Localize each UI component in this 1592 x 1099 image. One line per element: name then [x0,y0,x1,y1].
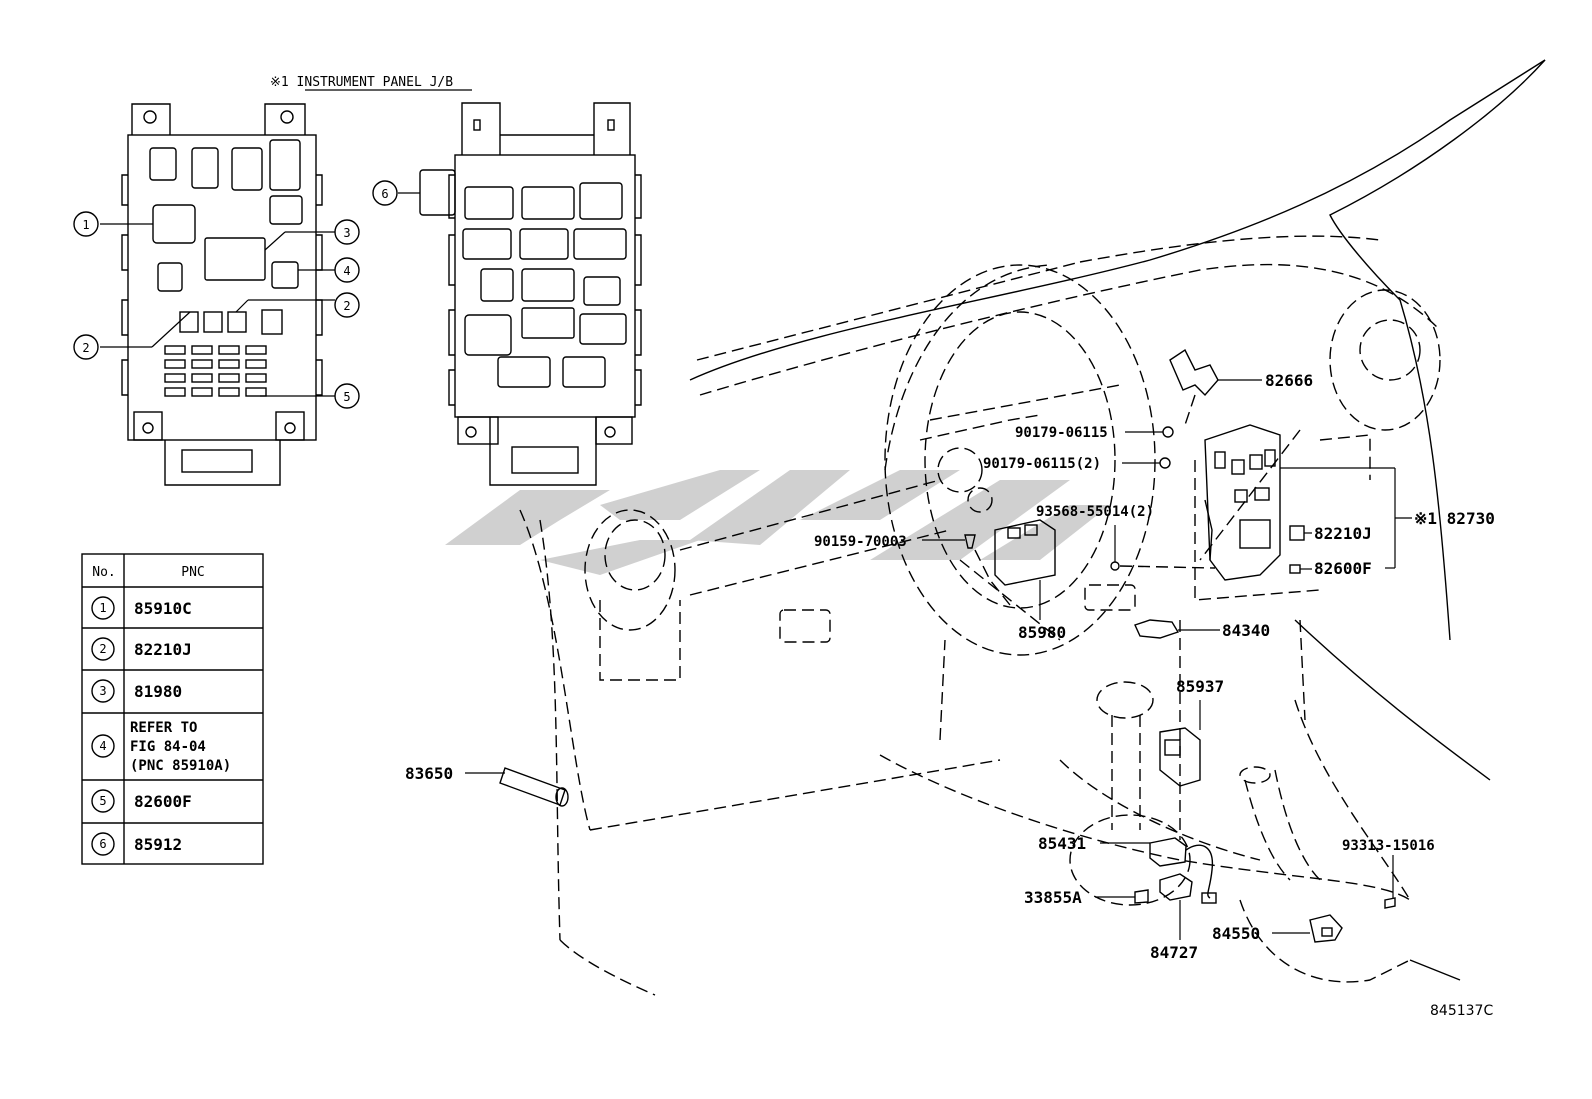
svg-text:85910C: 85910C [134,599,192,618]
part-93313-15016: 93313-15016 [1342,838,1435,854]
switch-84727 [1159,873,1193,940]
part-90159-70003: 90159-70003 [814,534,907,550]
part-84727: 84727 [1150,943,1198,962]
switch-84550 [1272,914,1343,943]
part-85431: 85431 [1038,834,1086,853]
svg-text:82210J: 82210J [134,640,192,659]
part-84340: 84340 [1222,621,1270,640]
callout-4: 4 [334,257,360,283]
part-33855A: 33855A [1024,888,1082,907]
svg-text:82600F: 82600F [134,792,192,811]
callout-5: 5 [334,383,360,409]
instrument-panel-jb [1204,424,1412,581]
table-header-pnc: PNC [181,565,204,580]
svg-text:2: 2 [99,642,106,656]
svg-text:1: 1 [99,601,106,615]
table-row: 5 82600F [91,789,192,813]
svg-text:REFER TO: REFER TO [130,720,197,736]
jb-title: ※1 INSTRUMENT PANEL J/B [270,75,453,90]
svg-text:5: 5 [343,390,350,404]
svg-text:3: 3 [99,684,106,698]
pnc-table [81,553,264,865]
part-85937: 85937 [1176,677,1224,696]
part-82210J: 82210J [1314,524,1372,543]
part-82730: ※1 82730 [1414,509,1495,528]
callout-6: 6 [372,180,398,206]
svg-text:81980: 81980 [134,682,182,701]
table-row: 3 81980 [91,679,182,703]
callout-2b: 2 [73,334,99,360]
svg-text:4: 4 [99,739,106,753]
fuse-82600F [1289,564,1312,574]
table-row: 2 82210J [91,637,192,661]
part-90179-06115: 90179-06115 [1015,425,1108,441]
table-header-no: No. [92,565,115,580]
clip-90179-a [1125,426,1174,438]
svg-text:2: 2 [82,341,89,355]
switch-84340 [1134,619,1220,639]
dashboard-outline [519,59,1546,996]
part-83650: 83650 [405,764,453,783]
table-row: 6 85912 [91,832,182,856]
svg-text:6: 6 [99,837,106,851]
table-row: 4 REFER TO FIG 84-04 (PNC 85910A) [91,720,231,774]
svg-text:(PNC 85910A): (PNC 85910A) [130,758,231,774]
part-93568-55014-2: 93568-55014(2) [1036,504,1154,520]
relay-85980 [974,519,1056,620]
sensor-85431 [1100,837,1217,904]
svg-text:3: 3 [343,226,350,240]
screw-93313 [1384,855,1396,909]
lighter-83650 [465,767,569,807]
svg-text:4: 4 [343,264,350,278]
junction-block-front [100,103,335,486]
table-row: 1 85910C [91,596,192,620]
part-82600F: 82600F [1314,559,1372,578]
svg-text:2: 2 [343,299,350,313]
svg-text:FIG 84-04: FIG 84-04 [130,739,206,755]
module-85937 [1159,700,1201,787]
part-84550: 84550 [1212,924,1260,943]
callout-2a: 2 [334,292,360,318]
part-82666: 82666 [1265,371,1313,390]
watermark-logo [445,470,1110,575]
clip-90179-b [1122,457,1171,469]
part-90179-06115-2: 90179-06115(2) [983,456,1101,472]
clip-33855A [1095,889,1149,904]
figure-code: 845137C [1430,1003,1493,1019]
svg-text:5: 5 [99,794,106,808]
svg-text:1: 1 [82,218,89,232]
junction-block-rear [398,102,642,486]
svg-text:6: 6 [381,187,388,201]
bracket-82666 [1169,348,1262,426]
svg-text:85912: 85912 [134,835,182,854]
screw-90159 [922,534,976,549]
part-85980: 85980 [1018,623,1066,642]
screw-93568 [1110,525,1216,571]
relay-82210J [1289,525,1312,541]
callout-1: 1 [73,211,99,237]
callout-3: 3 [334,219,360,245]
